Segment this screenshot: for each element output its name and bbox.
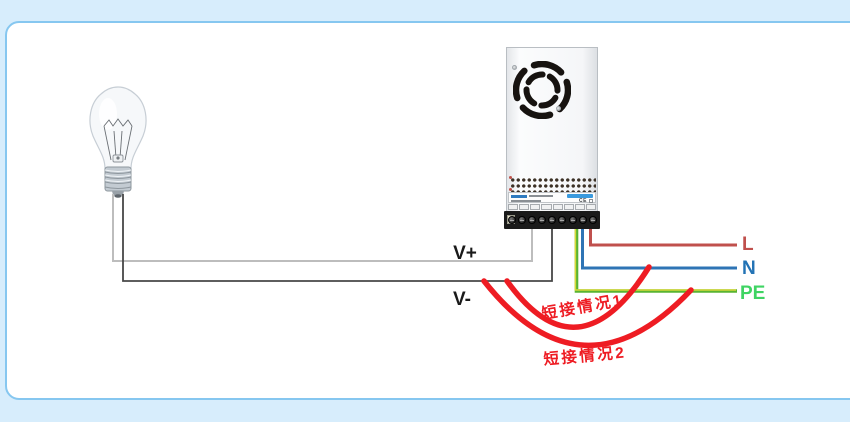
terminal-screw [568,216,577,224]
label-neutral-n: N [742,258,756,279]
terminal-screw [548,216,557,224]
short-circuit-arc-2 [481,278,694,349]
annotation-short-case-1: 短接情况1 [540,290,625,323]
terminal-screw [558,216,567,224]
label-v-minus: V- [453,289,471,310]
light-bulb-icon [89,86,147,198]
label-pe: PE [740,283,765,304]
bulb-highlight [99,98,117,130]
terminal-screw [507,216,516,224]
diagram-panel [5,21,850,400]
psu-logo [511,194,527,198]
bulb-screw-base [104,166,132,198]
ce-mark: CE [579,198,587,204]
terminal-screw [589,216,597,224]
terminal-screw [527,216,536,224]
wire-v-plus [112,194,533,262]
terminal-legend-strip [508,204,596,210]
wire-neutral-n [581,220,737,270]
case-screw-icon [556,106,561,111]
terminal-block [504,211,600,229]
psu-label-banner [567,194,593,198]
terminal-screw [517,216,526,224]
wire-line-l [589,220,737,247]
label-line-l: L [742,234,754,255]
terminal-screw [578,216,587,224]
psu-label: CE [508,192,596,204]
wire-pe-green [574,220,737,293]
short-circuit-arc-1 [504,264,652,330]
bulb-filament [103,118,133,163]
terminal-screw [538,216,547,224]
power-supply-unit: CE [504,47,600,229]
vent-holes [509,176,596,194]
case-screw-icon [512,65,517,70]
fan-grille-icon [513,61,571,119]
label-v-plus: V+ [453,243,477,264]
wire-pe-yellow-stripe [574,220,736,291]
wire-v-minus [122,194,553,282]
